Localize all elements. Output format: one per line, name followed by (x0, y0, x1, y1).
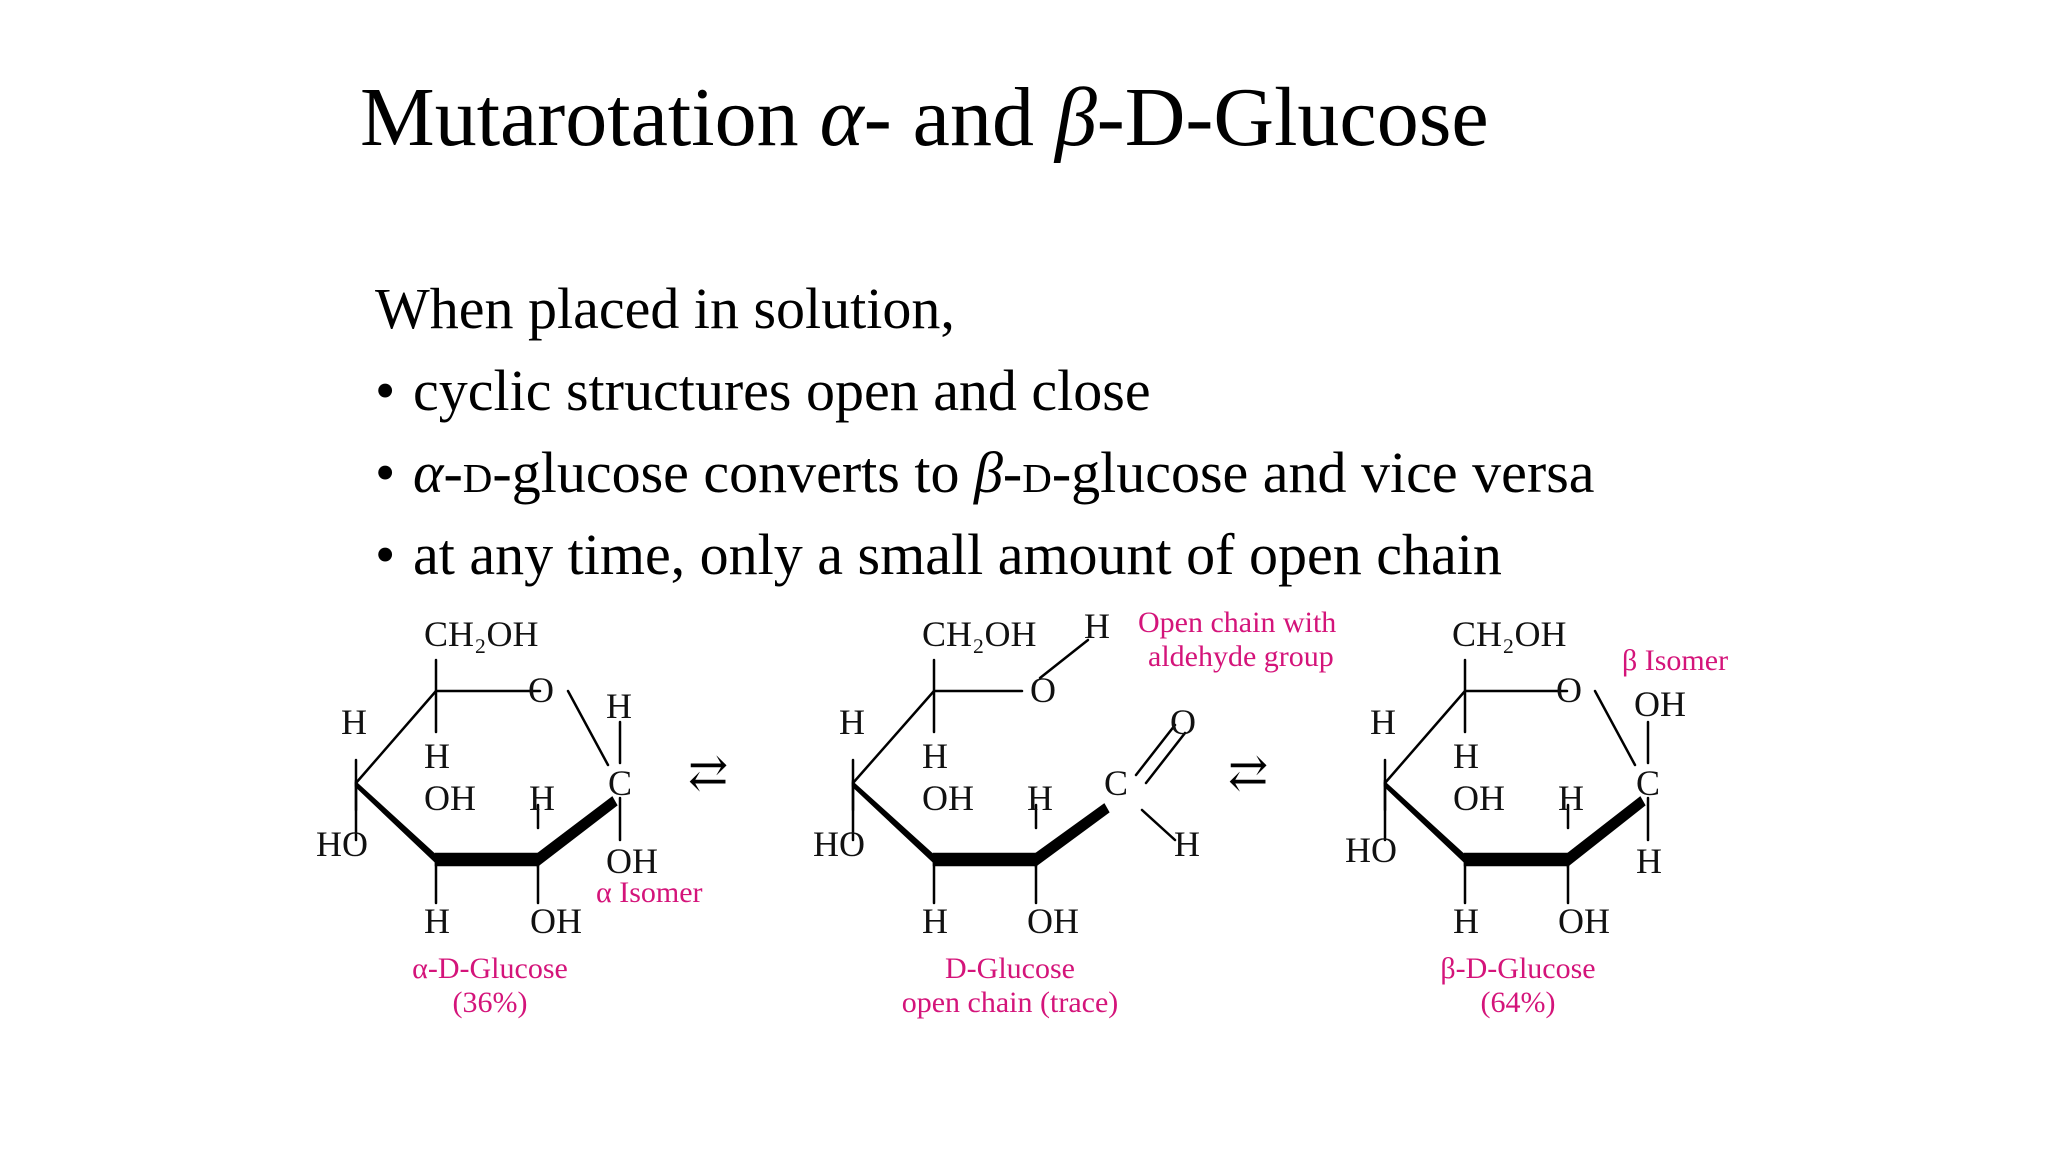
alpha-h-c5-label: H (424, 736, 450, 776)
alpha-isomer-label: α Isomer (596, 876, 703, 909)
beta-h-c3-label: H (1558, 778, 1584, 818)
beta-ch2oh-label: CH₂OH (1452, 614, 1567, 654)
beta-oh-c3-label: OH (1453, 778, 1505, 818)
structure-bonds (354, 638, 1650, 905)
open-oh-c3-label: OH (922, 778, 974, 818)
open-ch2oh-label: CH₂OH (922, 614, 1037, 654)
bullet-text: - (1002, 440, 1023, 505)
beta-oh-c2-label: OH (1558, 901, 1610, 941)
open-ho-c4-label: HO (813, 824, 865, 864)
alpha-h-c4-label: H (341, 702, 367, 742)
beta-h-c1-label: H (1636, 841, 1662, 881)
bullet-text: cyclic structures open and close (413, 358, 1151, 423)
open-h-c2-label: H (922, 901, 948, 941)
alpha-ring-oxygen-label: O (528, 670, 554, 710)
title-text-suffix: -D-Glucose (1096, 71, 1489, 164)
slide-title: Mutarotation α- and β-D-Glucose (360, 71, 1489, 164)
bullet-item-continuation: form (375, 596, 1775, 598)
open-glucose-subtitle: open chain (trace) (901, 986, 1119, 1019)
beta-ho-c4-label: HO (1345, 830, 1397, 870)
alpha-oh-c3-label: OH (424, 778, 476, 818)
bullet-item-converts: •α-d-glucose converts to β-d-glucose and… (375, 432, 1775, 514)
open-h-c3-label: H (1027, 778, 1053, 818)
open-chain-bonds (851, 638, 1187, 905)
open-c1-label: C (1104, 763, 1129, 803)
d-prefix: d (462, 440, 493, 505)
beta-isomer-label: β Isomer (1622, 644, 1729, 677)
title-text-middle: - and (863, 71, 1055, 164)
bullet-icon: • (375, 358, 396, 423)
alpha-h-c3-label: H (529, 778, 555, 818)
open-hydroxyl-oxygen-label: O (1030, 670, 1056, 710)
beta-glucose-percent: (64%) (1480, 986, 1556, 1019)
bullet-list: •cyclic structures open and close •α-d-g… (375, 350, 1775, 598)
beta-ring-bonds (1383, 658, 1650, 905)
alpha-c1-label: C (608, 763, 633, 803)
title-alpha-symbol: α (819, 71, 864, 164)
bullet-item-open-chain: • at any time, only a small amount of ope… (375, 514, 1775, 596)
beta-symbol: β (973, 440, 1003, 505)
bullet-item-cyclic: • cyclic structures open and close (375, 350, 1775, 432)
bullet-text: -glucose converts to (492, 440, 974, 505)
alpha-glucose-percent: (36%) (452, 986, 528, 1019)
alpha-symbol: α (413, 440, 444, 505)
alpha-oh-c1-label: OH (606, 841, 658, 881)
open-chain-annotation-line2: aldehyde group (1148, 640, 1334, 673)
bullet-text-block: When placed in solution, • cyclic structu… (375, 268, 1775, 598)
open-h-c1-label: H (1174, 824, 1200, 864)
beta-ring-oxygen-label: O (1556, 670, 1582, 710)
open-chain-annotation-line1: Open chain with (1138, 606, 1337, 639)
beta-glucose-name: β-D-Glucose (1440, 952, 1596, 985)
glucose-mutarotation-diagram: CH₂OH O H H H C OH H HO OH α Isomer H OH… (0, 600, 2048, 1152)
open-h-top-label: H (1084, 606, 1110, 646)
bullet-icon: • (375, 440, 396, 505)
alpha-ring-bonds (354, 658, 622, 905)
alpha-h-c2-label: H (424, 901, 450, 941)
alpha-oh-c2-label: OH (530, 901, 582, 941)
title-beta-symbol: β (1054, 71, 1097, 164)
equilibrium-arrows-icon: ⇄ (1228, 747, 1269, 800)
open-glucose-name: D-Glucose (945, 952, 1075, 985)
beta-oh-c1-label: OH (1634, 684, 1686, 724)
alpha-h-c1-label: H (606, 686, 632, 726)
beta-h-c4-label: H (1370, 702, 1396, 742)
bullet-text: at any time, only a small amount of open… (413, 522, 1502, 587)
alpha-glucose-name: α-D-Glucose (412, 952, 568, 985)
title-text: Mutarotation (360, 71, 820, 164)
beta-h-c5-label: H (1453, 736, 1479, 776)
beta-h-c2-label: H (1453, 901, 1479, 941)
beta-c1-label: C (1636, 763, 1661, 803)
bullet-text: -glucose and vice versa (1051, 440, 1595, 505)
open-carbonyl-oxygen-label: O (1170, 702, 1196, 742)
alpha-ho-c4-label: HO (316, 824, 368, 864)
open-h-c4-label: H (839, 702, 865, 742)
intro-text: When placed in solution, (375, 276, 955, 341)
bullet-text: - (443, 440, 463, 505)
equilibrium-arrows-icon: ⇄ (688, 747, 729, 800)
open-h-c5-label: H (922, 736, 948, 776)
alpha-ch2oh-label: CH₂OH (424, 614, 539, 654)
open-oh-c2-label: OH (1027, 901, 1079, 941)
bullet-icon: • (375, 522, 396, 587)
d-prefix: d (1022, 440, 1052, 505)
